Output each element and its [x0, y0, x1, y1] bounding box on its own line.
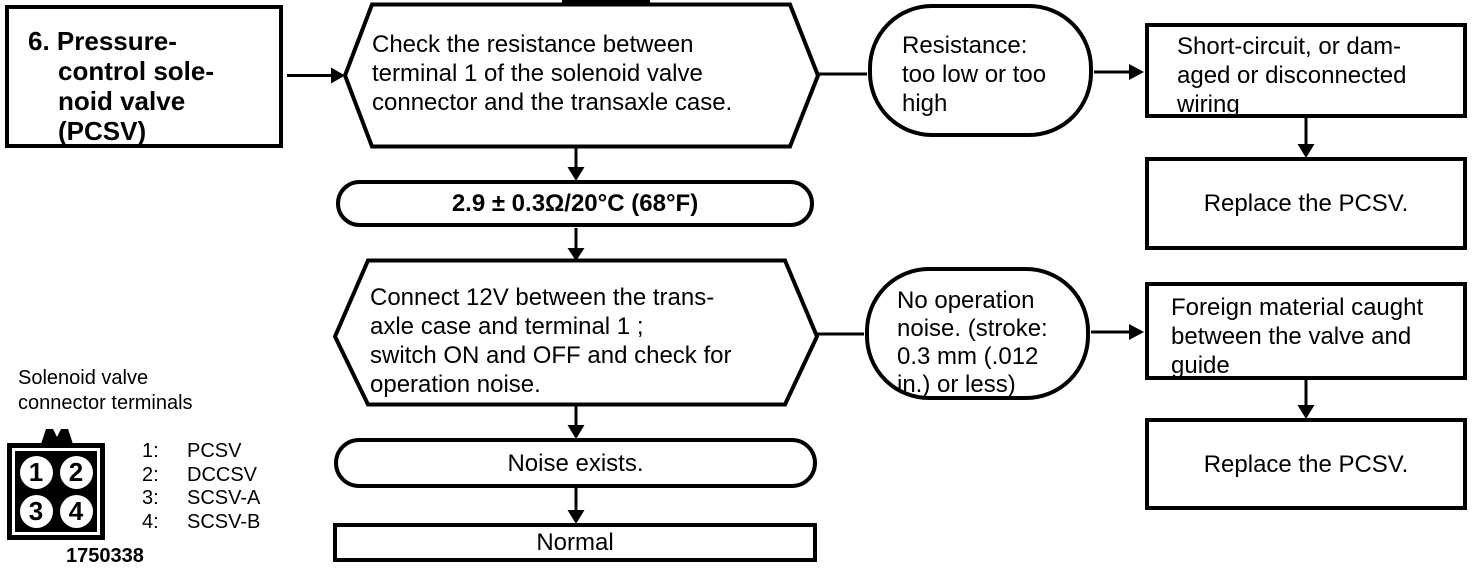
terminal-row: 4: SCSV-B [142, 511, 260, 535]
terminal-list: 1: PCSV 2: DCCSV 3: SCSV-A 4: SCSV-B [142, 440, 260, 534]
connector-diagram: 1 2 3 4 [7, 443, 105, 540]
arrow-start-to-step1 [287, 67, 345, 84]
node-normal: Normal [333, 523, 817, 562]
arrow-spec-to-step2 [567, 228, 585, 261]
node-foreign-material: Foreign material caught between the valv… [1145, 282, 1467, 380]
node-noise-exists: Noise exists. [334, 438, 817, 488]
terminal-label: SCSV-A [187, 487, 261, 509]
terminal-row: 3: SCSV-A [142, 487, 260, 511]
terminal-number: 4: [142, 510, 159, 533]
node-resistance-abnormal: Resistance: too low or too high [868, 4, 1093, 137]
terminal-row: 2: DCCSV [142, 464, 260, 488]
node-no-operation-noise: No operation noise. (stroke: 0.3 mm (.01… [865, 267, 1090, 400]
terminal-number: 3: [142, 487, 159, 509]
arrow-step2-to-noise [567, 405, 585, 439]
terminal-number: 2: [142, 463, 159, 486]
legend-title: Solenoid valve connector terminals [18, 367, 193, 414]
arrow-result2-to-cause2 [1091, 324, 1144, 340]
terminal-pin-3: 3 [19, 494, 53, 528]
terminal-number: 1: [142, 440, 159, 462]
arrow-step1-to-spec [567, 147, 585, 181]
arrow-cause1-to-action1 [1297, 118, 1315, 158]
node-wiring-fault: Short-circuit, or dam- aged or disconnec… [1145, 23, 1467, 118]
node-pressure-control-valve: 6. Pressure- control sole- noid valve (P… [5, 5, 283, 148]
figure-number: 1750338 [66, 545, 144, 567]
terminal-label: SCSV-B [187, 510, 261, 533]
connector-body: 1 2 3 4 [15, 451, 97, 532]
node-connect-12v: Connect 12V between the trans- axle case… [370, 284, 732, 398]
connector-latch-icon [41, 429, 73, 444]
arrow-cause2-to-action2 [1297, 380, 1315, 419]
node-resistance-spec: 2.9 ± 0.3Ω/20°C (68°F) [336, 180, 814, 227]
arrow-noise-to-normal [567, 488, 585, 524]
node-replace-pcsv-2: Replace the PCSV. [1145, 418, 1467, 510]
scan-artifact [562, 0, 650, 4]
terminal-pin-2: 2 [59, 455, 93, 489]
terminal-pin-4: 4 [59, 494, 93, 528]
arrow-result1-to-cause1 [1094, 64, 1144, 80]
terminal-label: PCSV [187, 440, 242, 462]
terminal-pin-1: 1 [19, 455, 53, 489]
terminal-row: 1: PCSV [142, 440, 260, 464]
terminal-label: DCCSV [187, 463, 258, 486]
node-check-resistance: Check the resistance between terminal 1 … [372, 31, 733, 116]
node-replace-pcsv-1: Replace the PCSV. [1145, 157, 1467, 250]
